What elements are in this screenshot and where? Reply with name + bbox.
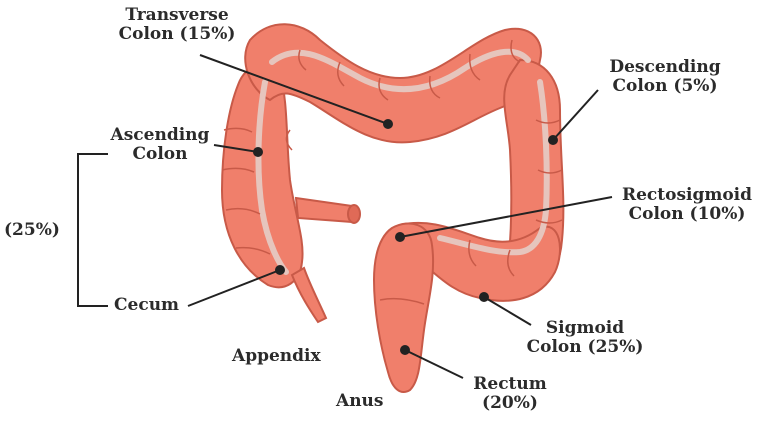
label-cecum: Cecum: [114, 296, 179, 315]
leader-cecum: [188, 270, 280, 306]
label-line: Rectosigmoid: [612, 186, 762, 205]
label-descending-colon: Descending Colon (5%): [590, 58, 740, 96]
label-transverse-colon: Transverse Colon (15%): [112, 6, 242, 44]
bracket: [78, 154, 108, 306]
label-anus: Anus: [336, 392, 383, 411]
transverse-colon: [245, 24, 541, 142]
label-ascending-colon: Ascending Colon: [100, 126, 220, 164]
label-line: Transverse: [112, 6, 242, 25]
label-line: Rectum: [450, 375, 570, 394]
label-line: Sigmoid: [500, 319, 670, 338]
label-line: Colon (5%): [590, 77, 740, 96]
label-line: Colon (15%): [112, 25, 242, 44]
label-rectum: Rectum (20%): [450, 375, 570, 413]
appendix: [292, 268, 326, 322]
label-line: Colon (25%): [500, 338, 670, 357]
label-line: Colon (10%): [612, 205, 762, 224]
label-sigmoid-colon: Sigmoid Colon (25%): [500, 319, 670, 357]
label-line: (20%): [450, 394, 570, 413]
label-line: Colon: [100, 145, 220, 164]
label-line: Descending: [590, 58, 740, 77]
label-appendix: Appendix: [232, 347, 321, 366]
label-line: Ascending: [100, 126, 220, 145]
label-bracket-percent: (25%): [4, 221, 60, 240]
leader-rectosigmoid: [400, 197, 612, 237]
label-rectosigmoid-colon: Rectosigmoid Colon (10%): [612, 186, 762, 224]
rectum: [374, 223, 433, 392]
